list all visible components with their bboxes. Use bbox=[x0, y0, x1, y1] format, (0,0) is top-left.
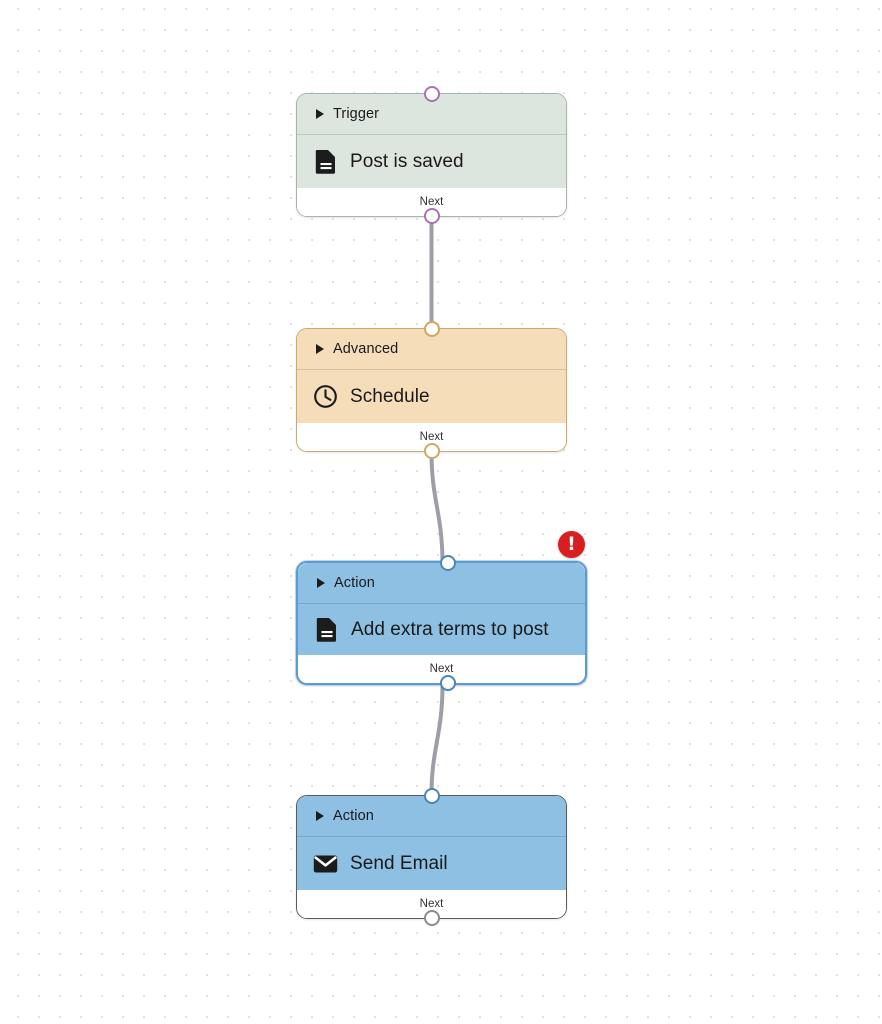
node-port-bottom[interactable] bbox=[423, 443, 440, 459]
collapse-triangle-icon[interactable] bbox=[317, 578, 325, 588]
workflow-node-trigger[interactable]: Trigger Post is saved Next bbox=[296, 86, 567, 224]
node-next-label: Next bbox=[429, 663, 454, 675]
node-header-action-add-terms[interactable]: Action bbox=[298, 563, 585, 604]
node-title-label: Send Email bbox=[350, 852, 448, 874]
workflow-node-action-send-email[interactable]: Action Send Email Next bbox=[296, 788, 567, 926]
node-title-label: Post is saved bbox=[350, 150, 464, 172]
node-body-action-add-terms[interactable]: Add extra terms to post bbox=[298, 604, 585, 655]
document-icon bbox=[314, 617, 339, 642]
node-port-top[interactable] bbox=[423, 321, 440, 337]
node-category-label: Advanced bbox=[333, 341, 399, 357]
node-port-top[interactable] bbox=[423, 86, 440, 102]
document-icon bbox=[313, 149, 338, 174]
workflow-node-action-add-terms[interactable]: Action Add extra terms to post Next bbox=[296, 555, 587, 691]
node-port-bottom[interactable] bbox=[423, 208, 440, 224]
connector-advanced-to-action bbox=[429, 450, 445, 563]
node-port-bottom[interactable] bbox=[440, 675, 456, 691]
node-body-action-send-email[interactable]: Send Email bbox=[297, 837, 566, 890]
node-category-label: Action bbox=[333, 808, 374, 824]
collapse-triangle-icon[interactable] bbox=[316, 109, 324, 119]
node-category-label: Action bbox=[334, 575, 375, 591]
node-port-top[interactable] bbox=[423, 788, 440, 804]
node-next-label: Next bbox=[419, 898, 444, 910]
node-body-trigger[interactable]: Post is saved bbox=[297, 135, 566, 188]
node-body-advanced[interactable]: Schedule bbox=[297, 370, 566, 423]
exclamation-icon: ! bbox=[567, 532, 576, 555]
workflow-node-advanced[interactable]: Advanced Schedule Next bbox=[296, 321, 567, 459]
node-next-label: Next bbox=[419, 431, 444, 443]
collapse-triangle-icon[interactable] bbox=[316, 811, 324, 821]
envelope-icon bbox=[313, 851, 338, 876]
node-next-label: Next bbox=[419, 196, 444, 208]
node-port-top[interactable] bbox=[440, 555, 456, 571]
node-title-label: Add extra terms to post bbox=[351, 618, 549, 640]
connector-action-to-send-email bbox=[429, 683, 445, 797]
node-header-advanced[interactable]: Advanced bbox=[297, 329, 566, 370]
clock-icon bbox=[313, 384, 338, 409]
error-badge[interactable]: ! bbox=[558, 531, 585, 558]
node-title-label: Schedule bbox=[350, 385, 430, 407]
collapse-triangle-icon[interactable] bbox=[316, 344, 324, 354]
node-category-label: Trigger bbox=[333, 106, 380, 122]
node-port-bottom[interactable] bbox=[423, 910, 440, 926]
